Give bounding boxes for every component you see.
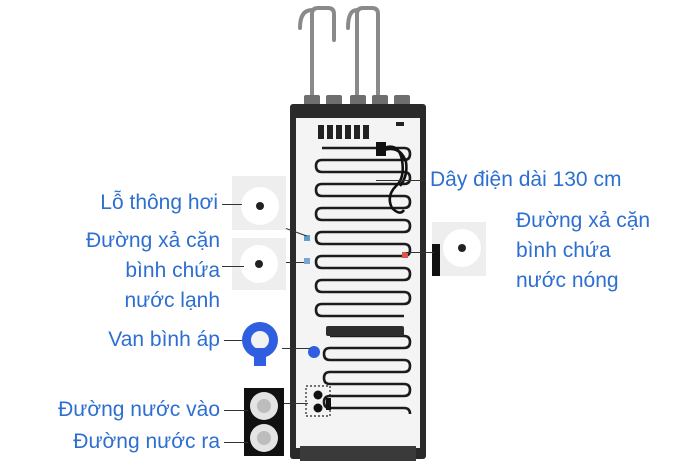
water-port-panel [305,385,331,417]
vent-icon [241,187,279,225]
leader-line [222,266,244,267]
water-port-icon [313,403,323,413]
power-cord-icon [379,145,408,214]
pressure-valve-detail-thumbnail [236,316,282,370]
water-port-detail-thumbnail [244,388,284,456]
water-inlet-label: Đường nước vào [58,398,220,421]
leader-line [222,204,242,205]
cold-drain-label-line-2: bình chứa [125,259,220,282]
faucet-icon [298,6,380,100]
water-outlet-label: Đường nước ra [73,430,220,453]
leader-line [224,340,242,341]
pressure-valve-icon [242,322,278,366]
leader-line [376,180,426,181]
leader-line [406,252,434,253]
vent-detail-thumbnail [232,176,286,230]
cold-drain-marker [304,235,310,241]
pressure-valve-label: Van bình áp [108,328,220,351]
air-vent-label: Lỗ thông hơi [100,191,218,214]
leader-line [282,348,310,349]
water-port-icon [250,392,278,452]
leader-line [286,262,304,263]
cold-drain-detail-thumbnail [232,238,286,290]
pressure-valve-icon [308,346,320,358]
leader-line [224,442,248,443]
hot-drain-label-line-1: Đường xả cặn [516,209,651,232]
cold-drain-label-line-3: nước lạnh [124,289,220,312]
cabinet-base [300,446,416,461]
hot-drain-marker [402,252,408,258]
hot-drain-label-line-2: bình chứa [516,239,611,262]
drain-port-icon [240,245,278,283]
leader-line [224,410,248,411]
cold-drain-label: Đường xả cặn bình chứa nước lạnh [86,228,220,314]
cold-drain-label-line-1: Đường xả cặn [85,229,220,252]
vent-marker [304,258,310,264]
power-cord-label: Dây điện dài 130 cm [430,168,622,191]
cabinet-back-panel [296,118,420,448]
compressor-bracket [326,326,404,336]
vent-grill-icon [318,122,404,139]
hot-drain-detail-thumbnail [432,222,486,276]
water-port-icon [313,390,323,400]
leader-line [284,403,308,404]
condenser-coil-icon [314,146,412,415]
hot-drain-label-line-3: nước nóng [516,269,619,292]
drain-port-icon [432,229,481,276]
hot-drain-label: Đường xả cặn bình chứa nước nóng [516,208,650,294]
